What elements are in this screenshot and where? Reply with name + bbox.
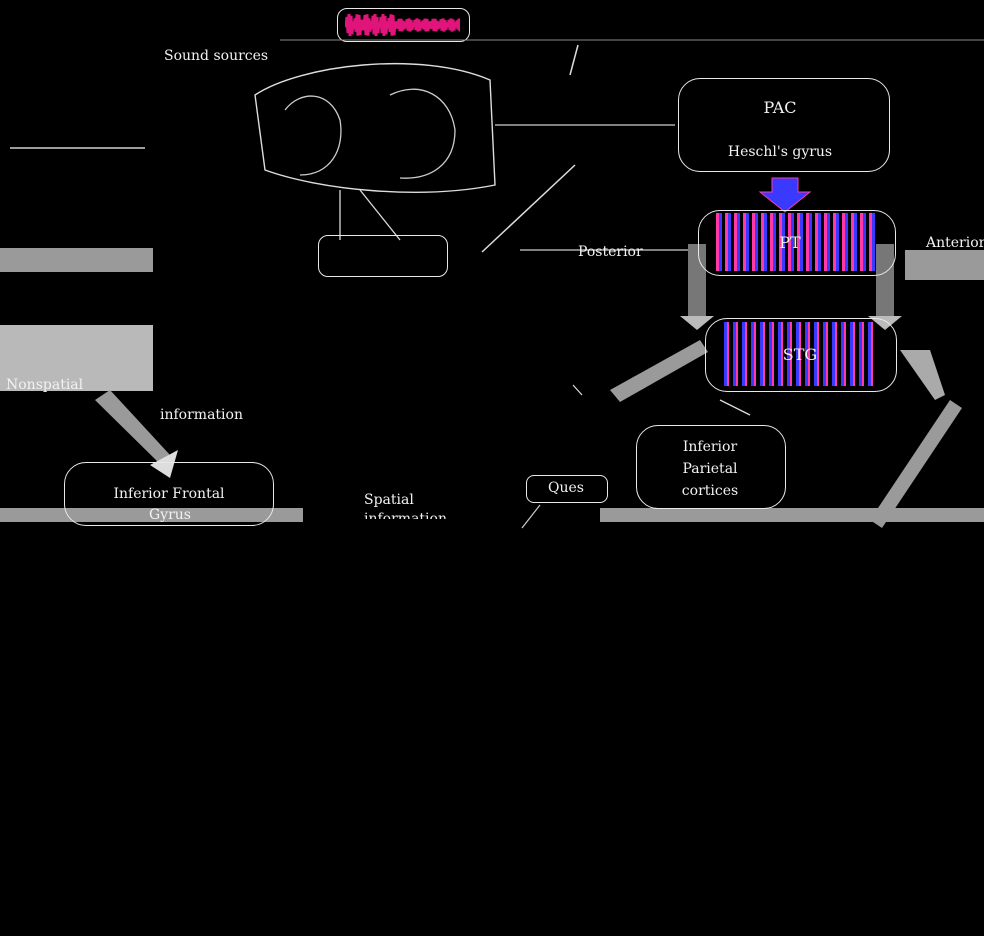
waveform-icon (345, 13, 460, 37)
inferior-frontal-box (64, 462, 274, 526)
stg-stripes (724, 322, 874, 386)
gray-band-right (905, 250, 984, 280)
inferior-parietal-box (636, 425, 786, 509)
inferior-frontal-label: Inferior Frontal (113, 486, 225, 502)
pt-box (698, 210, 896, 276)
heschls-gyrus-label: Heschl's gyrus (727, 144, 833, 160)
spatial-label: Spatial (364, 492, 414, 508)
parietal-label: Parietal (682, 461, 738, 477)
pac-label: PAC (763, 98, 797, 117)
ques-label: Ques (548, 480, 584, 496)
ques-box (526, 475, 608, 503)
nonspatial-label: Nonspatial (6, 377, 84, 393)
spatial-information-label: information (364, 511, 447, 527)
pac-box (678, 78, 890, 172)
inferior-label: Inferior (682, 439, 738, 455)
information-label: information (160, 407, 243, 423)
posterior-label: Posterior (578, 244, 643, 260)
cortices-label: cortices (681, 483, 739, 499)
anterior-label: Anterior (926, 235, 984, 251)
stg-label: STG (782, 345, 818, 364)
lower-gray-band-left (0, 325, 153, 391)
gyrus-label: Gyrus (149, 507, 191, 523)
small-box-head (318, 235, 448, 277)
stg-box (705, 318, 897, 392)
pt-label: PT (779, 233, 801, 252)
sound-sources-label: Sound sources (164, 48, 269, 64)
waveform-box (337, 8, 470, 42)
upper-gray-band-left (0, 248, 153, 272)
pt-stripes (716, 213, 876, 271)
